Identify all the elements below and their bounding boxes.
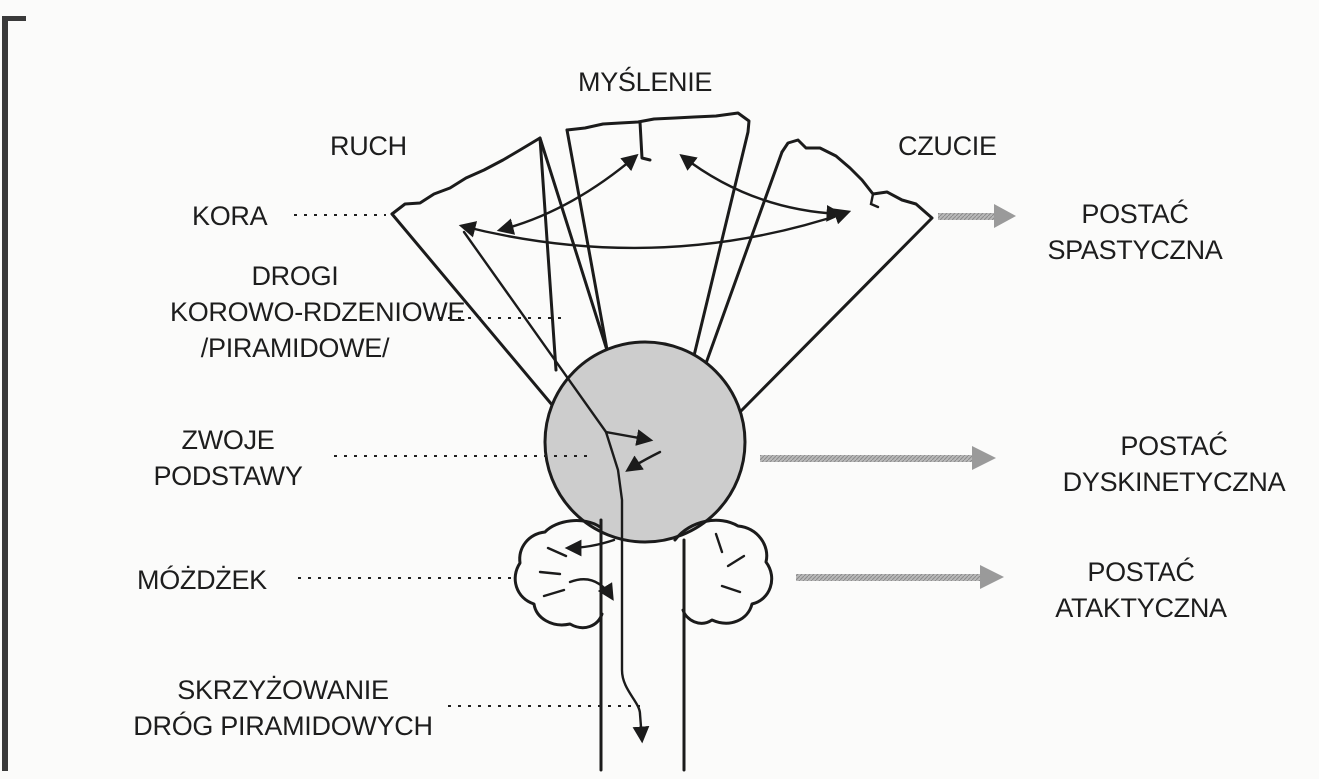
cerebellum-right-lobe [675,520,772,623]
outcome-dyskinetic-line2: DYSKINETYCZNA [1032,464,1316,500]
outcome-spastic: POSTAĆ SPASTYCZNA [1030,196,1240,268]
label-cortex: KORA [192,198,267,234]
arrow-cerebellum-upper [568,540,614,548]
label-ganglia-line1: ZWOJE [128,422,328,458]
outcome-dyskinetic-line1: POSTAĆ [1032,428,1316,464]
label-sensation: CZUCIE [898,128,997,164]
label-decussation-line1: SKRZYŻOWANIE [120,672,446,708]
basal-ganglia-shape [545,342,745,542]
arrow-movement-thinking [500,156,636,230]
outcome-arrow-dyskinetic [760,446,996,470]
cortex-sensation-segment [740,140,932,412]
label-ganglia: ZWOJE PODSTAWY [128,422,328,494]
cerebellum-folds-left [540,548,566,596]
arrow-cerebellum-lower [570,579,612,598]
label-thinking: MYŚLENIE [578,64,712,100]
outcome-spastic-line1: POSTAĆ [1030,196,1240,232]
outcome-ataxic: POSTAĆ ATAKTYCZNA [1036,554,1246,626]
page-edge-mark [2,16,8,771]
label-decussation: SKRZYŻOWANIE DRÓG PIRAMIDOWYCH [120,672,446,744]
label-decussation-line2: DRÓG PIRAMIDOWYCH [120,708,446,744]
outcome-ataxic-line1: POSTAĆ [1036,554,1246,590]
label-tracts-line1: DROGI [170,258,420,294]
cortex-thinking-segment [567,113,749,364]
label-movement: RUCH [330,128,407,164]
arrow-movement-sensation [462,212,848,248]
label-ganglia-line2: PODSTAWY [128,458,328,494]
label-tracts-line2: KOROWO-RDZENIOWE [170,294,420,330]
outcome-ataxic-line2: ATAKTYCZNA [1036,590,1246,626]
outcome-arrow-spastic [938,204,1016,228]
label-tracts-line3: /PIRAMIDOWE/ [170,330,420,366]
outcome-arrow-ataxic [796,565,1004,589]
cortex-thinking-notch [640,122,650,160]
outcome-dyskinetic: POSTAĆ DYSKINETYCZNA [1032,428,1316,500]
label-tracts: DROGI KOROWO-RDZENIOWE /PIRAMIDOWE/ [170,258,420,366]
arrow-thinking-sensation [682,156,840,214]
outcome-spastic-line2: SPASTYCZNA [1030,232,1240,268]
label-cerebellum: MÓŻDŻEK [137,562,267,598]
page-edge-tick [2,16,26,21]
cerebellum-folds-right [716,534,744,592]
cortex-sensation-fold [871,194,878,207]
